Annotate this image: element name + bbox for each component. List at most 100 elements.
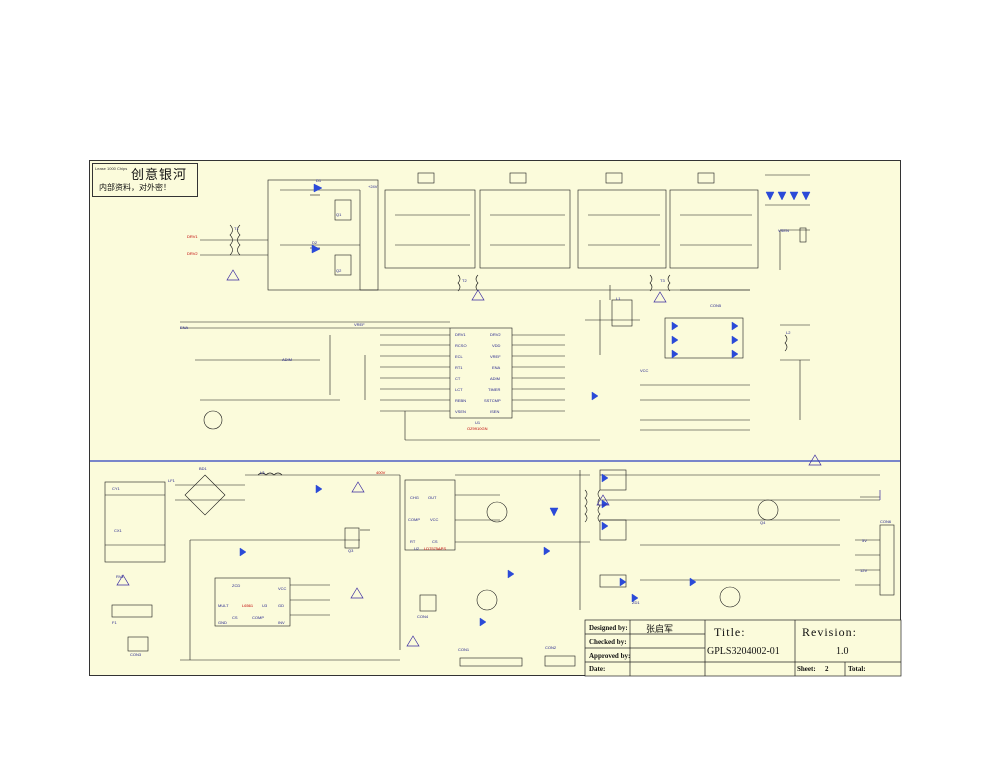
lamp-block-2 [479,189,571,269]
ic-u2-body [404,479,456,551]
transformer-t1-coil [229,224,233,256]
checked-by-label: Checked by: [589,638,627,646]
u2-pin-out: OUT [428,495,437,500]
label-rv1: RV1 [116,574,124,579]
u1-pin-13: ENA [492,365,501,370]
label-vin: +24V [368,184,378,189]
u2-part: LD7575APS [424,546,447,551]
u3-pin-mult: MULT [218,603,229,608]
label-con1: CON1 [458,647,470,652]
inverter-primary-block [267,179,379,291]
u1-pin-8: VSEN [455,409,466,414]
diode-bridge-array [664,317,744,359]
label-zd1: ZD1 [632,600,640,605]
u1-pin-9: ISEN [490,409,500,414]
u1-pin-14: VREF [490,354,501,359]
label-drv1: DRV1 [187,234,198,239]
label-12v: 12V [860,568,868,573]
designer-name: 张启军 [646,625,674,635]
label-t1: T1 [234,226,239,231]
label-con4: CON4 [417,614,429,619]
total-label: Total: [848,665,866,673]
label-ena: ENA [180,325,189,330]
u3-pin-gd: GD [278,603,284,608]
label-5v: 5V [862,538,867,543]
label-l3: L3 [260,470,265,475]
company-logo-box: Lease 1000 Chips 创意银河 内部资料，对外密！ [92,163,198,197]
diode-d2 [311,244,321,254]
sheet-label: Sheet: [797,665,816,673]
u1-pin-2: RCSO [455,343,467,348]
connector-con2 [544,655,576,667]
flyback-transformer-coil [584,489,588,523]
label-f1: F1 [112,620,117,625]
label-con2: CON2 [545,645,557,650]
lamp-block-4 [669,189,759,269]
u1-pin-5: CT [455,376,461,381]
label-l2: L2 [786,330,791,335]
ic-u3-body [214,577,291,627]
label-con6: CON6 [880,519,892,524]
u3-pin-comp: COMP [252,615,264,620]
u1-pin-3: ECL [455,354,463,359]
confidential-note: 内部资料，对外密！ [99,183,171,192]
lamp-block-1 [384,189,476,269]
u1-pin-11: TIMER [488,387,501,392]
label-hv-out: 400V [376,470,386,475]
u2-pin-cs: CS [432,539,438,544]
transformer-t2-coil [457,274,461,292]
label-cy1: CY1 [112,486,120,491]
label-drv2: DRV2 [187,251,198,256]
u1-pin-15: VDD [492,343,501,348]
u3-pin-zcd: ZCD [232,583,241,588]
u1-pin-6: LCT [455,387,463,392]
revision-label: Revision: [802,625,858,639]
label-adim: ADIM [282,357,292,362]
label-lf1: LF1 [168,478,175,483]
company-name: 创意银河 [131,168,188,183]
u2-pin-comp: COMP [408,517,420,522]
u1-pin-7: REBN [455,398,467,403]
designed-by-label: Designed by: [589,624,628,632]
label-vcc: VCC [640,368,649,373]
label-d1: D1 [316,178,322,183]
label-cx1: CX1 [114,528,122,533]
u2-pin-chg: CHG [410,495,419,500]
u3-pin-vcc: VCC [278,586,287,591]
lamp-block-3 [577,189,667,269]
label-vref: VREF [354,322,365,327]
title-label: Title: [714,625,746,639]
label-l1: L1 [616,296,621,301]
u1-pin-12: ADIM [490,376,500,381]
u1-part: OZ9910GN [467,426,488,431]
emi-filter-block [104,481,166,563]
u3-pin-cs: CS [232,615,238,620]
approved-by-label: Approved by: [589,652,631,660]
label-q4: Q4 [760,520,766,525]
u1-pin-16: DRV2 [490,332,501,337]
sheet-value: 2 [825,665,829,673]
logo-small-text: Lease 1000 Chips [95,166,128,171]
u1-name: U1 [475,420,481,425]
u3-pin-inv: INV [278,620,285,625]
label-vsen: VSEN [778,228,789,233]
connector-con6 [879,524,895,596]
date-label: Date: [589,665,606,673]
bridge-rectifier [184,474,226,516]
title-value: GPLS3204002-01 [707,646,780,657]
label-t3: T3 [660,278,665,283]
revision-value: 1.0 [836,646,849,657]
u1-pin-4: RT1 [455,365,463,370]
u1-pin-1: DRV1 [455,332,466,337]
diode-d1 [313,183,323,193]
label-t2: T2 [462,278,467,283]
connector-con1 [459,657,523,667]
label-bd1: BD1 [199,466,207,471]
u2-pin-rt: RT [410,539,416,544]
u2-name: U2 [414,546,420,551]
label-con5: CON5 [710,303,722,308]
label-q1: Q1 [336,212,342,217]
u3-name: U3 [262,603,268,608]
u3-pin-gnd: GND [218,620,227,625]
